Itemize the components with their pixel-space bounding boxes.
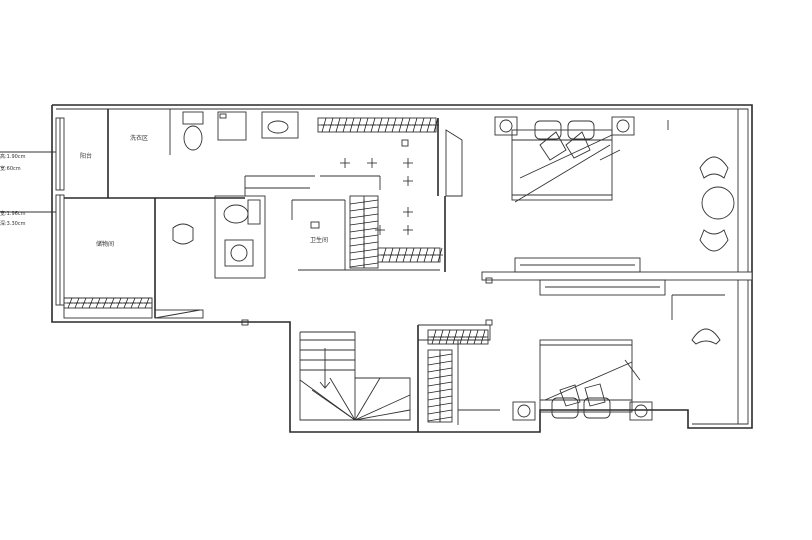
room-label-laundry: 洗衣区 — [130, 134, 148, 142]
dim-label: 深:3.30cm — [0, 220, 26, 227]
ceiling-lights — [340, 158, 413, 235]
wall-stubs — [241, 139, 493, 326]
room-label-balcony: 阳台 — [80, 152, 92, 160]
balcony-window — [55, 117, 65, 306]
lounge-seating — [667, 120, 735, 345]
sink-icon — [224, 239, 254, 267]
outer-walls — [51, 104, 753, 433]
toilet-icon — [182, 111, 204, 151]
dim-label: 宽:1.96cm — [0, 210, 26, 217]
room-label-bath: 卫生间 — [310, 236, 328, 244]
staircase — [299, 331, 411, 421]
toilet-icon — [223, 199, 261, 225]
basin-icon — [217, 111, 247, 141]
dim-label: 宽:60cm — [0, 165, 21, 172]
sanitary-fixtures — [172, 111, 320, 267]
master-bed — [494, 116, 635, 203]
dim-label: 高:1.90cm — [0, 153, 26, 160]
sink-icon — [172, 223, 194, 245]
dimension-marks: 高:1.90cm 宽:60cm 宽:1.96cm 深:3.30cm — [0, 151, 56, 227]
sink-icon — [261, 111, 299, 139]
wardrobe-hatching — [63, 117, 489, 423]
interior-walls — [63, 109, 753, 432]
second-bed — [512, 339, 653, 421]
room-label-storage: 储物间 — [96, 240, 114, 248]
